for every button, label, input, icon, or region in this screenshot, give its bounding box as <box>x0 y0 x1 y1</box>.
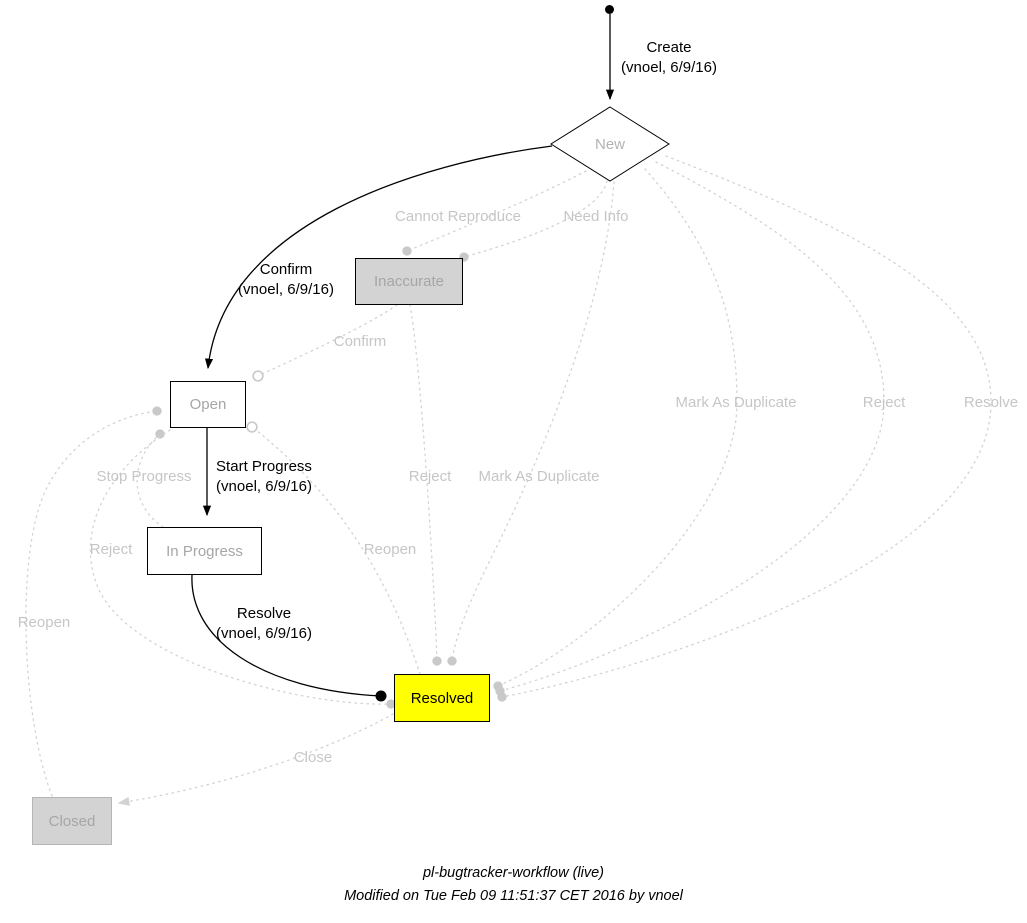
node-new[interactable]: New <box>550 106 670 182</box>
edge-cannot-reproduce <box>402 170 587 256</box>
edge-label-create-meta: (vnoel, 6/9/16) <box>621 59 717 76</box>
edge-label-close: Close <box>293 748 333 766</box>
edge-reject-right <box>495 161 885 696</box>
edge-label-need-info: Need Info <box>563 207 629 225</box>
edge-label-resolve-title: Resolve <box>236 604 292 622</box>
node-open[interactable]: Open <box>170 381 246 428</box>
node-in-progress[interactable]: In Progress <box>147 527 262 575</box>
edge-label-create-title: Create <box>646 38 692 56</box>
edge-reopen-resolved <box>246 421 421 675</box>
node-resolved-label: Resolved <box>410 689 474 707</box>
edge-label-resolve: Resolve (vnoel, 6/9/16) <box>216 604 312 645</box>
edge-resolve-right <box>497 155 992 702</box>
edge-mark-as-duplicate-mid <box>447 181 615 666</box>
edge-label-cannot-reproduce: Cannot Reproduce <box>395 207 521 225</box>
edge-reject-left <box>89 429 396 709</box>
node-closed-label: Closed <box>48 812 96 830</box>
node-closed[interactable]: Closed <box>32 797 112 845</box>
edge-confirm <box>204 145 553 370</box>
edge-reopen-closed <box>25 406 162 797</box>
diagram-footer: pl-bugtracker-workflow (live) Modified o… <box>0 862 1027 908</box>
edge-label-confirm-inactive: Confirm <box>333 332 387 350</box>
edge-label-mark-as-duplicate-right: Mark As Duplicate <box>675 393 797 411</box>
edge-label-stop-progress: Stop Progress <box>96 467 192 485</box>
edge-label-confirm-meta: (vnoel, 6/9/16) <box>238 281 334 298</box>
edge-label-mark-as-duplicate-mid: Mark As Duplicate <box>478 467 600 485</box>
edge-label-start-progress-title: Start Progress <box>216 457 312 475</box>
workflow-modified: Modified on Tue Feb 09 11:51:37 CET 2016… <box>344 888 683 905</box>
start-node <box>605 5 614 14</box>
edge-need-info <box>459 180 608 262</box>
workflow-title: pl-bugtracker-workflow (live) <box>422 865 605 881</box>
node-open-label: Open <box>189 396 227 413</box>
edge-label-start-progress-meta: (vnoel, 6/9/16) <box>216 478 312 495</box>
edge-label-reject-left: Reject <box>89 540 133 558</box>
node-inaccurate[interactable]: Inaccurate <box>355 258 463 305</box>
edge-resolve <box>191 574 387 702</box>
node-resolved[interactable]: Resolved <box>394 674 490 722</box>
edge-label-start-progress: Start Progress (vnoel, 6/9/16) <box>216 457 312 498</box>
edge-label-reject-mid: Reject <box>408 467 452 485</box>
edge-label-reject-right: Reject <box>862 393 906 411</box>
edge-label-create: Create (vnoel, 6/9/16) <box>621 38 717 79</box>
edge-stop-progress <box>136 429 165 528</box>
edge-label-resolve-right: Resolve <box>963 393 1019 411</box>
diamond-shape <box>550 106 670 182</box>
edge-label-confirm-title: Confirm <box>259 260 313 278</box>
edge-label-confirm: Confirm (vnoel, 6/9/16) <box>238 260 334 301</box>
node-inaccurate-label: Inaccurate <box>373 273 445 290</box>
node-in-progress-label: In Progress <box>166 542 243 560</box>
edge-confirm-inactive <box>252 304 398 382</box>
edge-label-reopen-mid: Reopen <box>363 540 417 558</box>
edge-label-resolve-meta: (vnoel, 6/9/16) <box>216 625 312 642</box>
edge-close <box>117 713 394 806</box>
edge-label-reopen-left: Reopen <box>17 613 71 631</box>
node-new-label: New <box>594 135 625 153</box>
